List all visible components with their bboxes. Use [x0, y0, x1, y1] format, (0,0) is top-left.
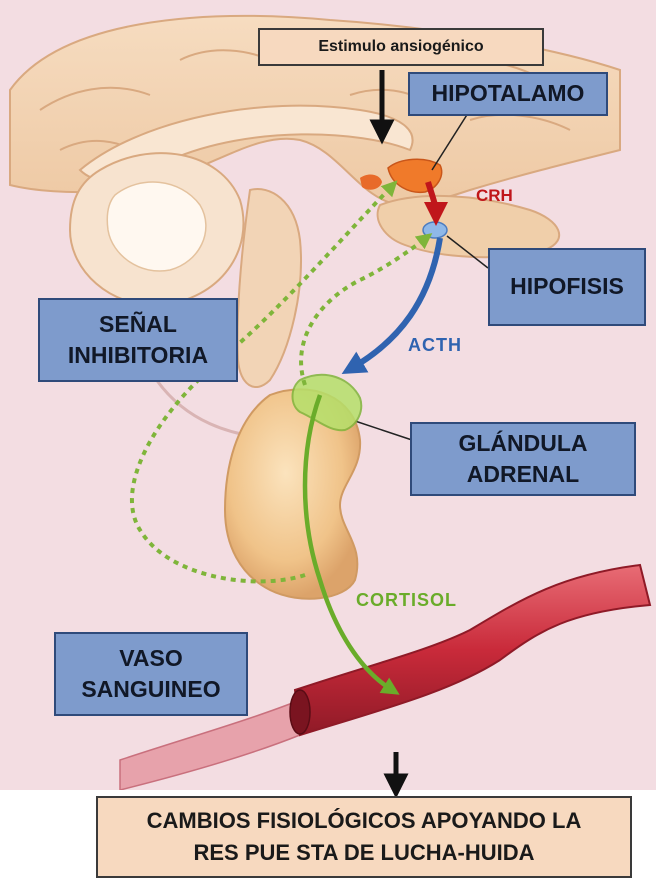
outcome-box: CAMBIOS FISIOLÓGICOS APOYANDO LA RES PUE…	[96, 796, 632, 878]
adrenal-gland-box: GLÁNDULA ADRENAL	[410, 422, 636, 496]
inhibitory-signal-box: SEÑAL INHIBITORIA	[38, 298, 238, 382]
acth-label: ACTH	[408, 335, 462, 355]
stimulus-box: Estimulo ansiogénico	[258, 28, 544, 66]
pituitary-box: HIPOFISIS	[488, 248, 646, 326]
cortisol-label: CORTISOL	[356, 590, 457, 610]
pituitary-gland	[423, 222, 447, 238]
vessel-opening	[290, 690, 310, 734]
hypothalamus-box: HIPOTALAMO	[408, 72, 608, 116]
blood-vessel-box: VASO SANGUINEO	[54, 632, 248, 716]
crh-label: CRH	[476, 186, 513, 205]
